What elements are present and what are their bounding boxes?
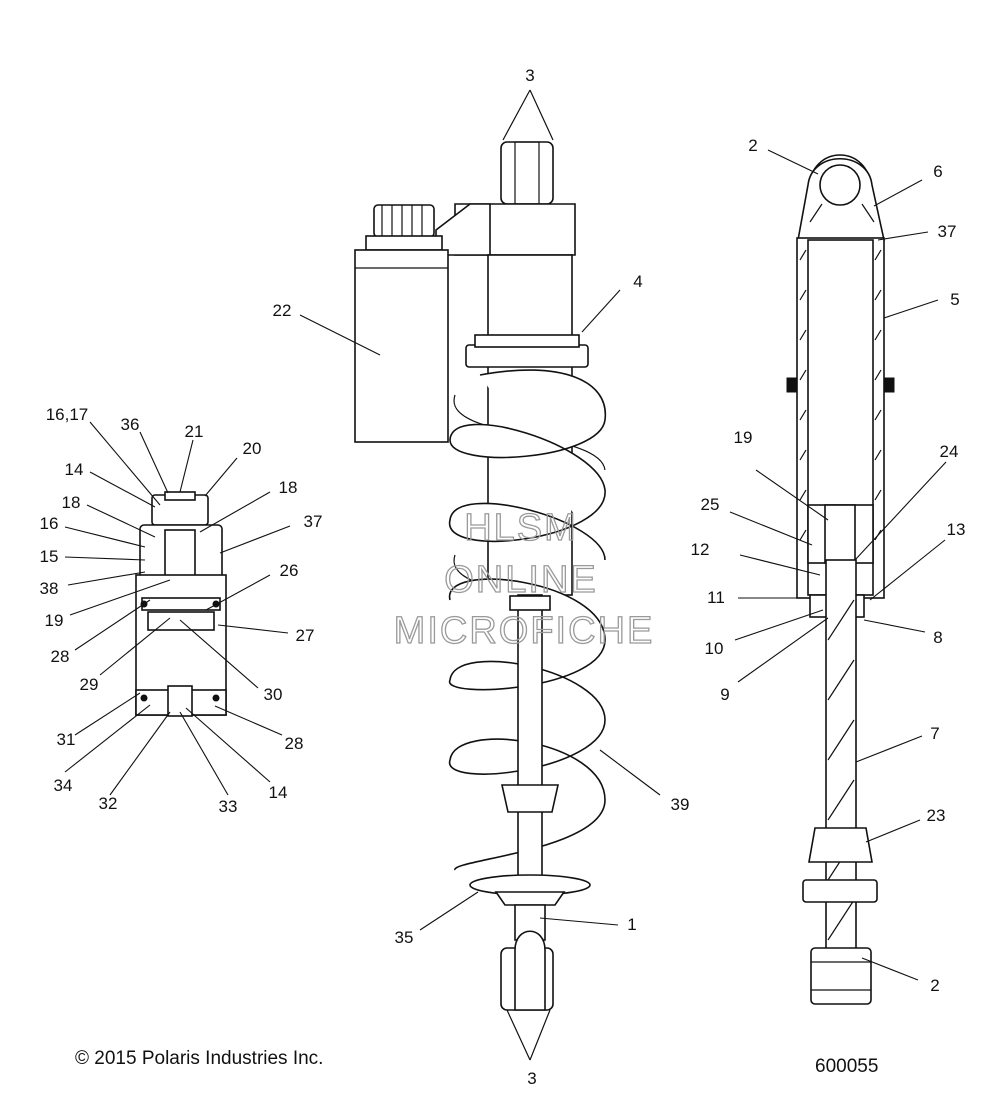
callout-3-top: 3	[525, 66, 534, 85]
callout-22: 22	[273, 301, 292, 320]
callout-18-left: 18	[62, 493, 81, 512]
callout-27: 27	[296, 626, 315, 645]
callout-11: 11	[707, 588, 725, 607]
callout-8: 8	[933, 628, 942, 647]
callout-19-right: 19	[734, 428, 753, 447]
center-shock-assembly	[354, 89, 607, 1061]
callout-10: 10	[705, 639, 724, 658]
callout-9: 9	[720, 685, 729, 704]
callout-26: 26	[280, 561, 299, 580]
callout-2-bottom: 2	[930, 976, 939, 995]
callout-30: 30	[264, 685, 283, 704]
leader-lines	[64, 149, 947, 981]
watermark-line-2: ONLINE	[444, 559, 597, 601]
right-shock-cross-section	[786, 154, 895, 1005]
watermark-line-3: MICROFICHE	[394, 610, 655, 652]
diagram-number: 600055	[815, 1056, 879, 1077]
callout-labels: 3 22 4 39 35 1 3 2 6 37 5 19 24 25 13 12…	[40, 66, 966, 1088]
callout-34: 34	[54, 776, 73, 795]
callout-12: 12	[691, 540, 710, 559]
callout-7: 7	[930, 724, 939, 743]
callout-21: 21	[185, 422, 204, 441]
callout-2-top: 2	[748, 136, 757, 155]
callout-31: 31	[57, 730, 76, 749]
callout-33: 33	[219, 797, 238, 816]
callout-39: 39	[671, 795, 690, 814]
callout-29: 29	[80, 675, 99, 694]
callout-15: 15	[40, 547, 59, 566]
watermark: HLSM ONLINE MICROFICHE	[393, 506, 655, 652]
callout-4: 4	[633, 272, 642, 291]
callout-35: 35	[395, 928, 414, 947]
callout-16: 16	[40, 514, 59, 533]
callout-37-left: 37	[304, 512, 323, 531]
copyright-notice: © 2015 Polaris Industries Inc.	[75, 1048, 324, 1069]
callout-28-right: 28	[285, 734, 304, 753]
callout-20: 20	[243, 439, 262, 458]
callout-36: 36	[121, 415, 140, 434]
left-reservoir-cross-section	[135, 491, 227, 717]
callout-14-top: 14	[65, 460, 84, 479]
callout-25: 25	[701, 495, 720, 514]
callout-24: 24	[940, 442, 959, 461]
callout-19-left: 19	[45, 611, 64, 630]
callout-14-bottom: 14	[269, 783, 288, 802]
callout-13: 13	[947, 520, 966, 539]
callout-5: 5	[950, 290, 959, 309]
callout-28-left: 28	[51, 647, 70, 666]
callout-32: 32	[99, 794, 118, 813]
callout-3-bottom: 3	[527, 1069, 536, 1088]
callout-18-right: 18	[279, 478, 298, 497]
callout-37-right: 37	[938, 222, 957, 241]
watermark-line-1: HLSM	[464, 507, 578, 549]
callout-23: 23	[927, 806, 946, 825]
callout-1: 1	[627, 915, 636, 934]
callout-38: 38	[40, 579, 59, 598]
callout-6: 6	[933, 162, 942, 181]
callout-16-17: 16,17	[46, 405, 89, 424]
